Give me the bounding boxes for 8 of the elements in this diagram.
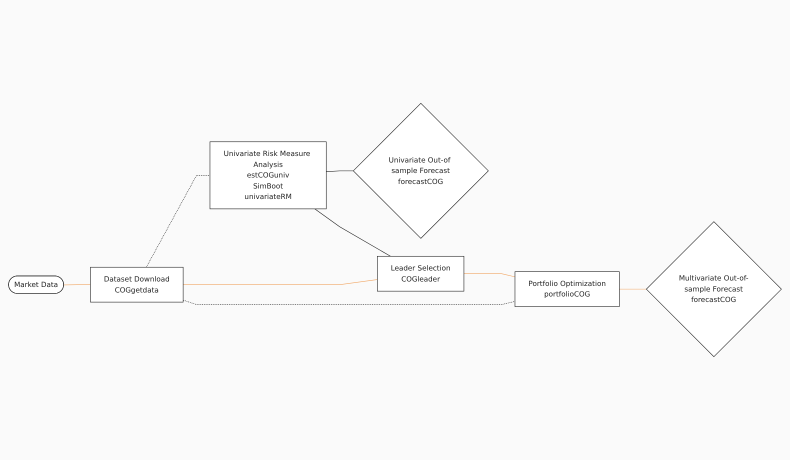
connector bbox=[182, 300, 516, 305]
connector bbox=[326, 170, 354, 172]
connector bbox=[314, 208, 391, 257]
connector bbox=[182, 279, 378, 285]
connector bbox=[464, 273, 516, 278]
connector bbox=[146, 175, 210, 268]
connector bbox=[619, 288, 646, 290]
connector bbox=[64, 284, 91, 286]
